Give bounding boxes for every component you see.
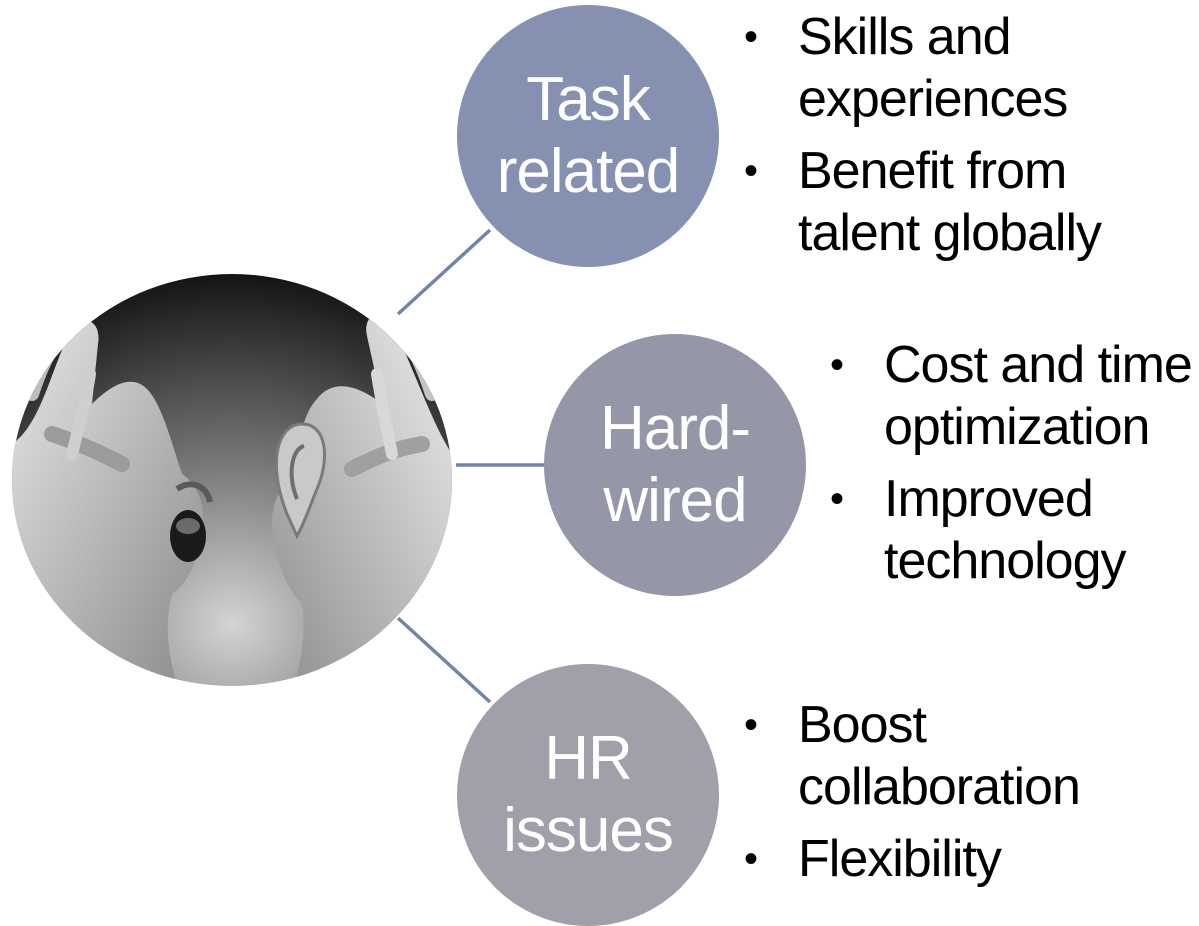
list-item: • Benefit from talent globally xyxy=(740,140,1195,264)
bullet-icon: • xyxy=(830,477,844,521)
node-task-line-1: Task xyxy=(526,65,650,135)
bullet-icon: • xyxy=(744,15,758,59)
hr-bullet-list: • Boost collaboration • Flexibility xyxy=(740,694,1195,900)
hard-bullet-list: • Cost and time optimization • Improved te… xyxy=(826,334,1198,602)
node-hr-line-2: issues xyxy=(503,796,674,865)
list-item: • Flexibility xyxy=(740,828,1195,890)
task-bullet-list: • Skills and experiences • Benefit from ta… xyxy=(740,6,1195,274)
connector-task xyxy=(396,228,492,316)
task-bullet-2: Benefit from talent globally xyxy=(798,142,1102,262)
hr-bullet-1: Boost collaboration xyxy=(798,696,1081,816)
bullet-icon: • xyxy=(830,343,844,387)
hr-bullet-2: Flexibility xyxy=(798,830,1002,888)
bullet-icon: • xyxy=(744,837,758,881)
node-hard-line-2: wired xyxy=(603,466,747,535)
node-hr-issues: HR issues xyxy=(457,664,719,926)
task-bullet-1: Skills and experiences xyxy=(798,8,1068,128)
list-item: • Skills and experiences xyxy=(740,6,1195,130)
node-hard-line-1: Hard- xyxy=(599,394,751,464)
node-task-related: Task related xyxy=(457,5,719,267)
hands-shouting-photo xyxy=(12,274,452,686)
list-item: • Cost and time optimization xyxy=(826,334,1198,458)
list-item: • Boost collaboration xyxy=(740,694,1195,818)
node-task-line-2: related xyxy=(496,137,681,206)
hard-bullet-2: Improved technology xyxy=(884,470,1127,590)
connector-hr xyxy=(396,616,492,704)
list-item: • Improved technology xyxy=(826,468,1198,592)
bullet-icon: • xyxy=(744,149,758,193)
bullet-icon: • xyxy=(744,703,758,747)
hard-bullet-1: Cost and time optimization xyxy=(884,336,1193,456)
node-hr-line-1: HR xyxy=(544,724,633,794)
node-hard-wired: Hard- wired xyxy=(544,334,806,596)
